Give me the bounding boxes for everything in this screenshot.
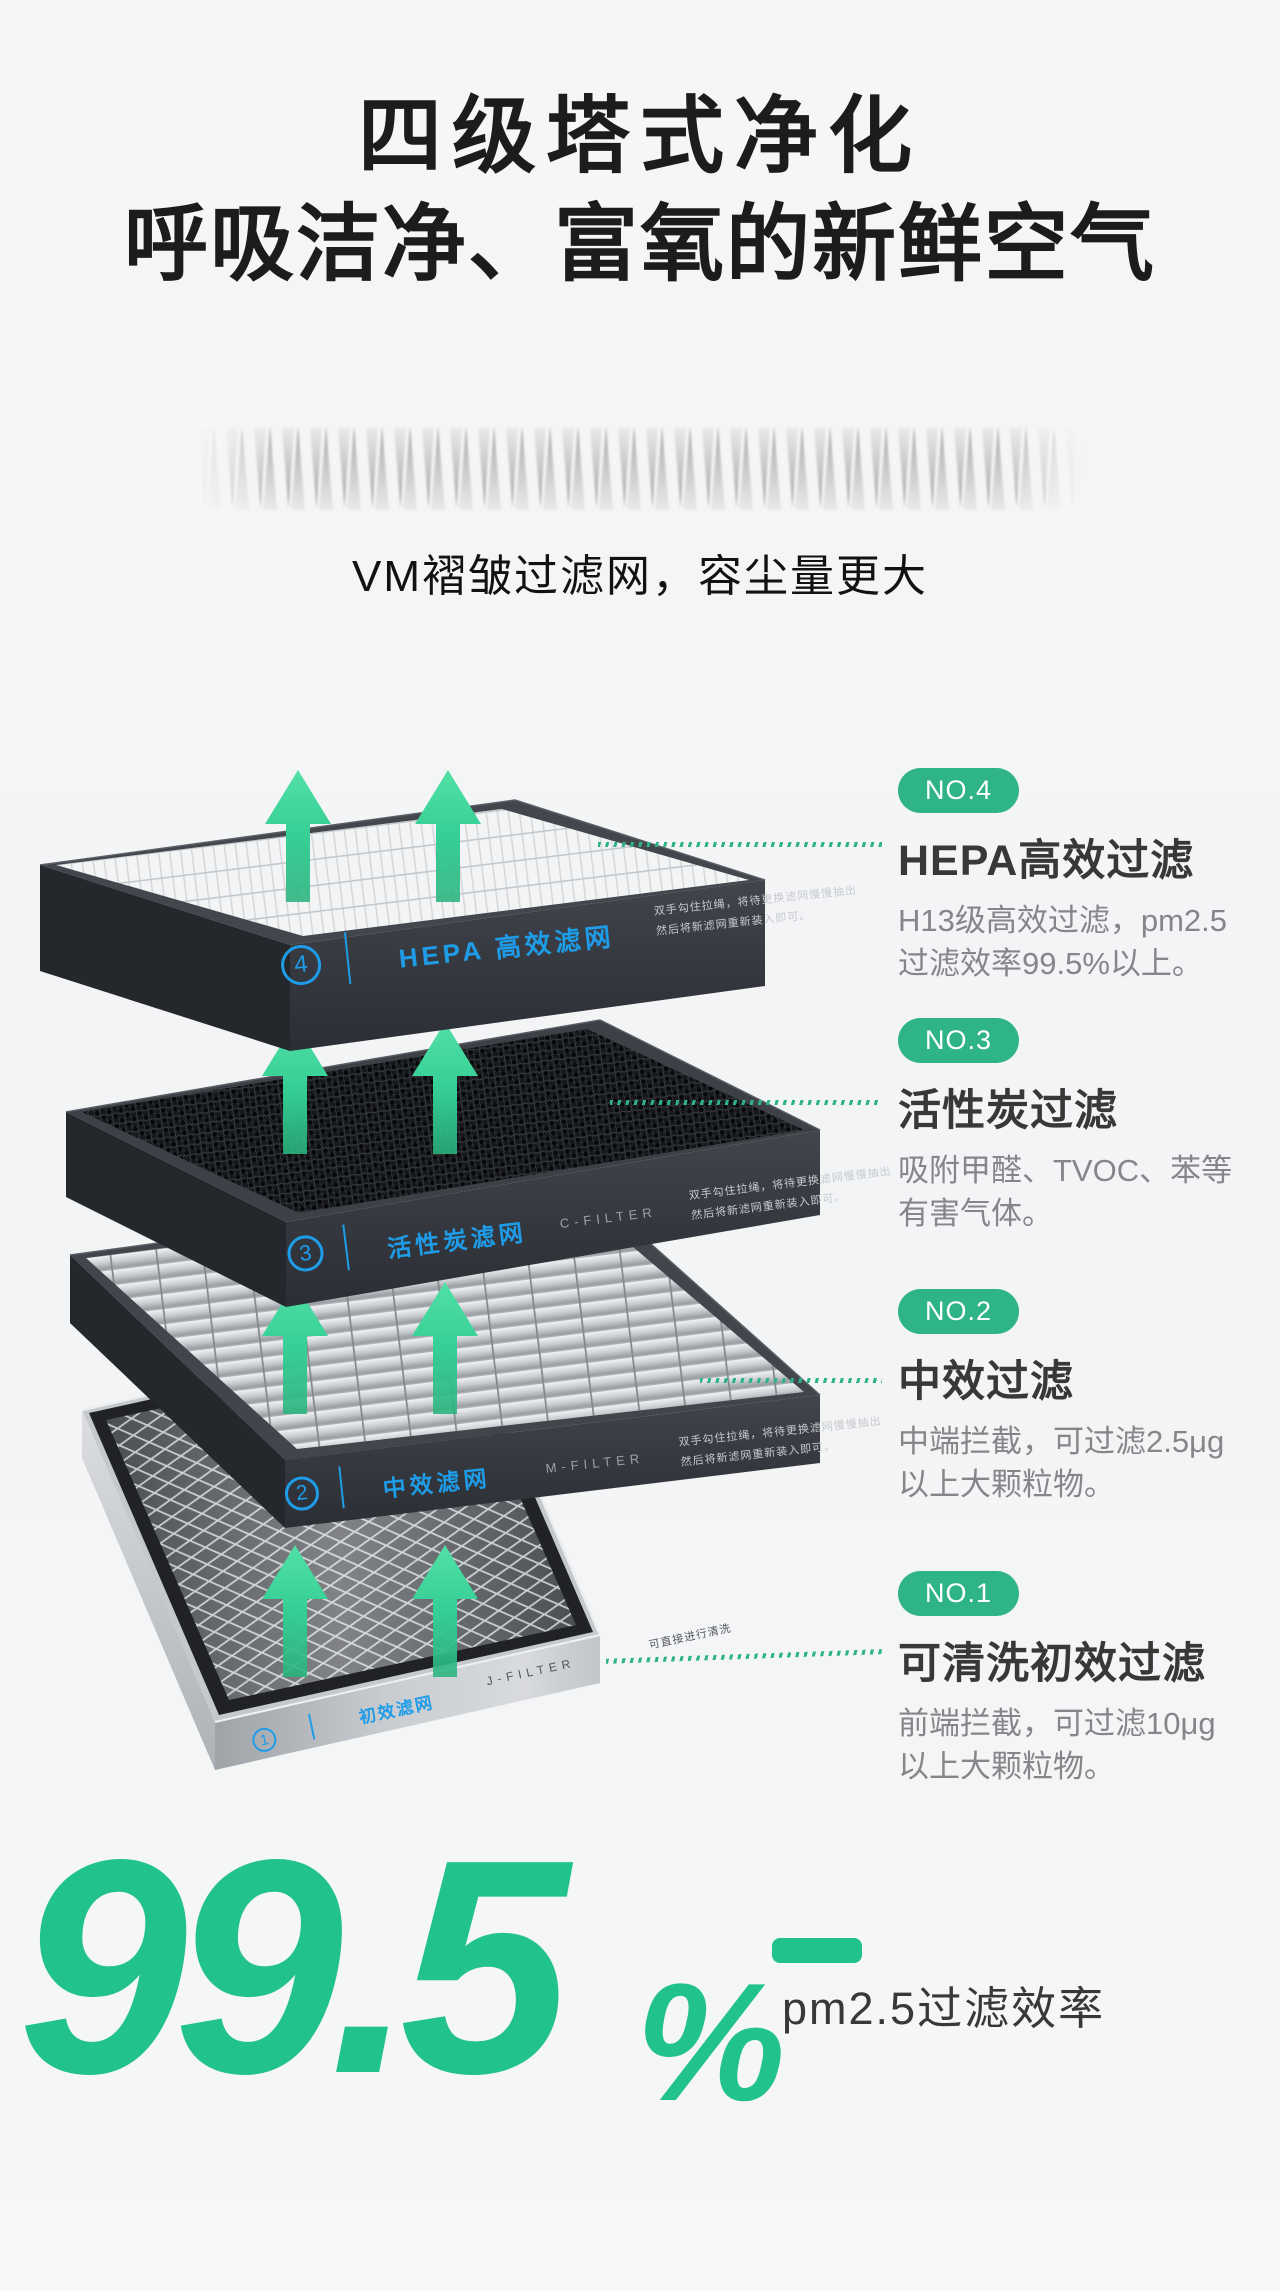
filter-code: M-FILTER [544,1450,645,1476]
connector-no3 [610,1100,882,1105]
page-title-line2: 呼吸洁净、富氧的新鲜空气 [123,197,1156,291]
stage-heading: 可清洗初效过滤 [898,1640,1206,1688]
stat-unit: % [636,1948,786,2136]
stage-badge: NO.2 [898,1289,1020,1334]
filter-number-badge: 3 [285,1233,326,1274]
filter-4-hepa [39,799,766,1051]
callout-no3: NO.3 活性炭过滤 吸附甲醛、TVOC、苯等 有害气体。 [898,1018,1270,1236]
pleat-caption: VM褶皱过滤网，容尘量更大 [352,552,928,601]
callout-no2: NO.2 中效过滤 中端拦截，可过滤2.5μg 以上大颗粒物。 [898,1289,1270,1507]
page-title-line1: 四级塔式净化 [357,89,922,183]
filter-number-badge: 4 [279,943,324,987]
label-divider [307,1713,315,1740]
stage-badge: NO.4 [898,768,1020,813]
filter-code: C-FILTER [558,1204,658,1232]
stage-description: 前端拦截，可过滤10μg 以上大颗粒物。 [898,1706,1216,1784]
filter-stack-graphic [39,770,821,1770]
filter-number-badge: 2 [283,1474,321,1513]
stat-label: pm2.5过滤效率 [782,1983,1106,2034]
stat-value: 99.5 [18,1796,570,2137]
stage-description: H13级高效过滤，pm2.5 过滤效率99.5%以上。 [898,903,1228,981]
stage-badge: NO.3 [898,1018,1020,1063]
stage-heading: 中效过滤 [898,1358,1074,1406]
filter-number-badge: 1 [250,1725,279,1755]
stage-badge: NO.1 [898,1571,1020,1616]
stat-dash-icon [772,1938,862,1963]
connector-no4 [598,842,882,847]
stage-description: 吸附甲醛、TVOC、苯等 有害气体。 [898,1153,1233,1231]
callout-no4: NO.4 HEPA高效过滤 H13级高效过滤，pm2.5 过滤效率99.5%以上… [898,768,1270,986]
stage-heading: HEPA高效过滤 [898,837,1195,885]
connector-no2 [700,1378,882,1383]
label-divider [338,1466,345,1509]
stage-description: 中端拦截，可过滤2.5μg 以上大颗粒物。 [898,1424,1225,1502]
label-divider [343,932,352,985]
callout-no1: NO.1 可清洗初效过滤 前端拦截，可过滤10μg 以上大颗粒物。 [898,1571,1270,1789]
pleated-filter-graphic [195,420,1085,516]
label-divider [342,1224,350,1271]
stage-heading: 活性炭过滤 [898,1087,1118,1135]
